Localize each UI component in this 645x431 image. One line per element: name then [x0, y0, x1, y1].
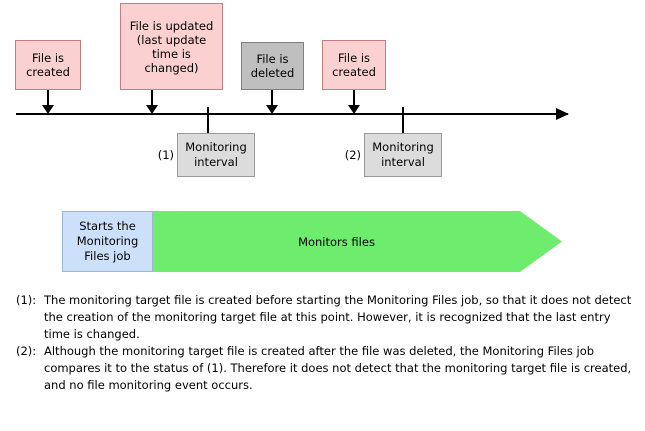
timeline-axis	[16, 113, 568, 115]
footnote-tag-2: (2):	[16, 344, 37, 358]
footnote-row-2: (2): Although the monitoring target file…	[16, 343, 632, 394]
footnote-row-1: (1): The monitoring target file is creat…	[16, 292, 632, 343]
monitoring-interval-ref-2: (2)	[344, 148, 361, 162]
footnote-tag-1: (1):	[16, 293, 37, 307]
job-bar-body-label: Monitors files	[298, 234, 375, 249]
monitoring-interval-tick-2	[402, 107, 404, 140]
event-box-file-created-2: File is created	[322, 40, 386, 90]
drop-line-file-updated	[151, 90, 153, 107]
timeline-axis-arrowhead	[556, 108, 569, 120]
drop-arrowhead-file-created-1	[42, 105, 54, 114]
event-box-file-updated: File is updated (last update time is cha…	[120, 3, 223, 90]
event-box-file-deleted: File is deleted	[241, 42, 304, 90]
job-bar: Monitors files Starts the Monitoring Fil…	[62, 211, 562, 272]
footnote-text-1: The monitoring target file is created be…	[44, 293, 632, 341]
drop-line-file-created-2	[353, 90, 355, 107]
drop-line-file-deleted	[271, 90, 273, 107]
event-box-file-created-1: File is created	[15, 40, 81, 90]
drop-arrowhead-file-created-2	[348, 105, 360, 114]
job-bar-start-segment: Starts the Monitoring Files job	[62, 211, 153, 272]
drop-arrowhead-file-updated	[146, 105, 158, 114]
monitoring-interval-ref-1: (1)	[157, 148, 174, 162]
drop-line-file-created-1	[47, 90, 49, 107]
footnote-text-2: Although the monitoring target file is c…	[44, 344, 632, 392]
monitoring-interval-tick-1	[207, 107, 209, 140]
monitoring-interval-box-1: Monitoring interval	[177, 133, 255, 177]
footnotes: (1): The monitoring target file is creat…	[16, 292, 632, 394]
drop-arrowhead-file-deleted	[266, 105, 278, 114]
monitoring-interval-box-2: Monitoring interval	[364, 133, 442, 177]
